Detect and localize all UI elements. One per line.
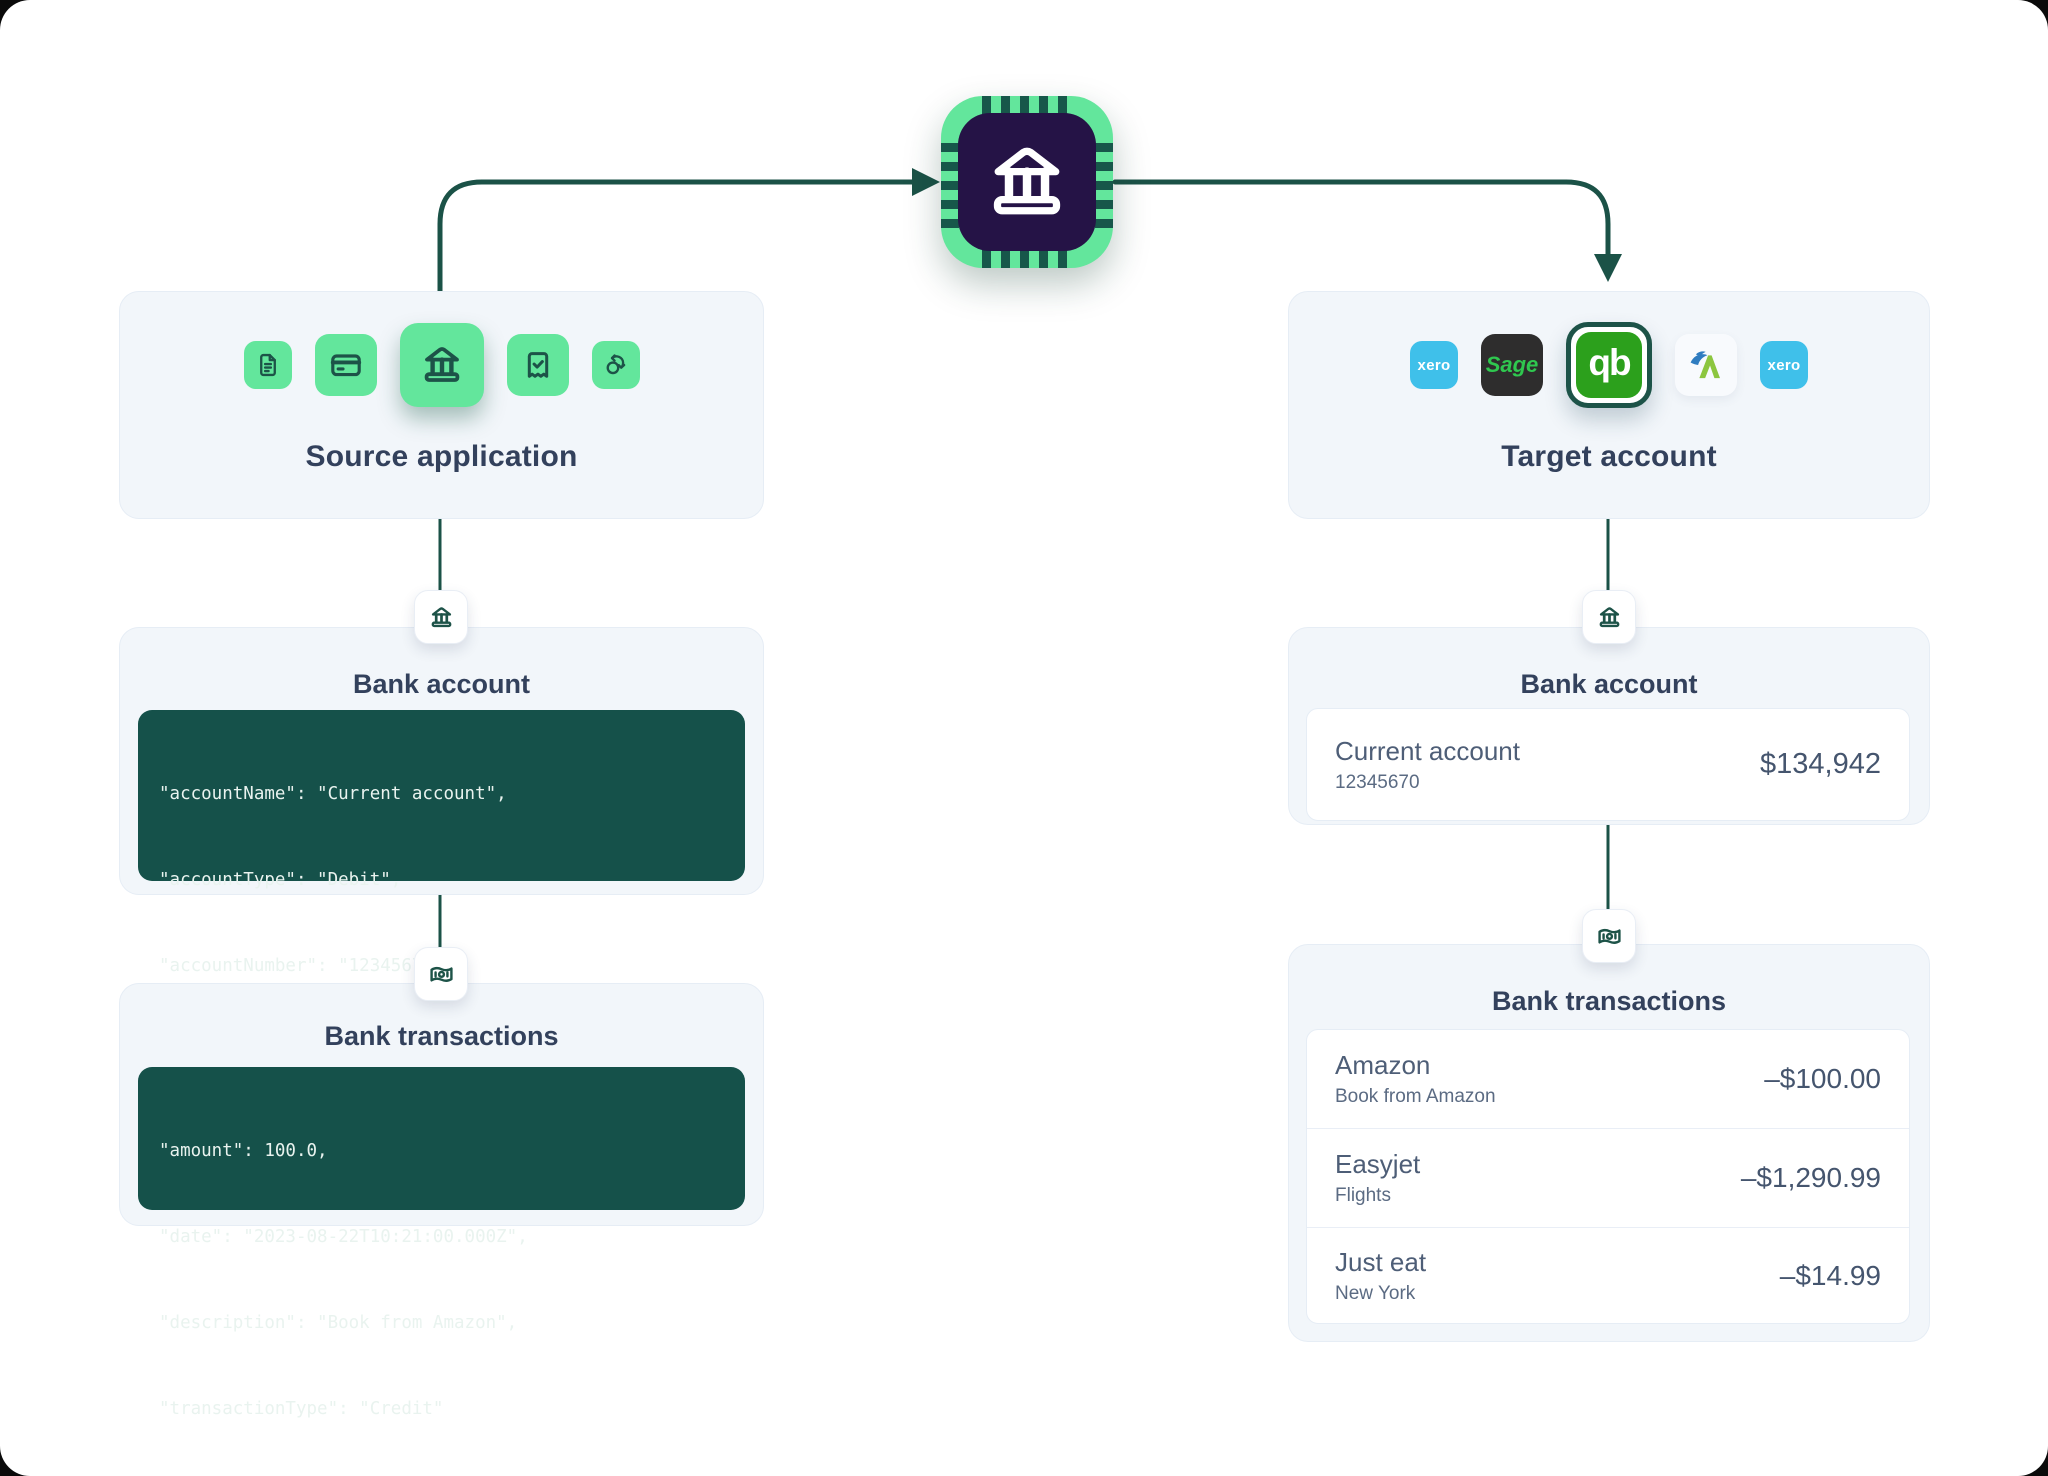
freeagent-logo-icon bbox=[1690, 351, 1720, 379]
left-bank-transactions-title: Bank transactions bbox=[324, 1021, 559, 1051]
transaction-row: Easyjet Flights –$1,290.99 bbox=[1307, 1128, 1909, 1226]
transaction-merchant: Just eat bbox=[1335, 1247, 1427, 1278]
left-bank-account-title: Bank account bbox=[352, 669, 531, 699]
transaction-description: Book from Amazon bbox=[1335, 1086, 1496, 1108]
bank-account-badge-left bbox=[414, 590, 468, 644]
account-number: 12345670 bbox=[1335, 771, 1420, 793]
transaction-description: Flights bbox=[1335, 1184, 1391, 1206]
code-line: "description": "Book from Amazon", bbox=[159, 1312, 518, 1333]
bank-icon bbox=[424, 347, 459, 382]
banknote-icon bbox=[429, 966, 453, 982]
credit-card-icon bbox=[330, 354, 361, 377]
receipt-check-icon bbox=[527, 352, 548, 378]
transaction-amount: –$1,290.99 bbox=[1740, 1161, 1881, 1193]
transaction-amount: –$100.00 bbox=[1764, 1063, 1881, 1095]
account-balance: $134,942 bbox=[1760, 748, 1881, 780]
code-line: "date": "2023-08-22T10:21:00.000Z", bbox=[159, 1226, 528, 1247]
bank-icon bbox=[431, 606, 451, 627]
tile-xero: xero bbox=[1760, 341, 1808, 389]
banknote-icon bbox=[1597, 928, 1621, 944]
tile-credit-card bbox=[314, 334, 377, 396]
tile-freeagent bbox=[1675, 334, 1737, 396]
account-name: Current account bbox=[1335, 735, 1520, 766]
chip-pins-bottom bbox=[982, 250, 1074, 268]
code-line: "accountName": "Current account", bbox=[159, 784, 507, 805]
quickbooks-logo: qb bbox=[1576, 332, 1642, 398]
code-line: "accountType": "Debit", bbox=[159, 869, 402, 890]
right-bank-account-card: Bank account Current account 12345670 $1… bbox=[1288, 627, 1930, 825]
code-line: "transactionType": "Credit" bbox=[159, 1398, 444, 1419]
hub-chip bbox=[941, 96, 1113, 268]
sage-logo: Sage bbox=[1485, 352, 1539, 377]
code-line: "amount": 100.0, bbox=[159, 1141, 328, 1162]
transaction-merchant: Easyjet bbox=[1335, 1148, 1421, 1179]
transaction-description: New York bbox=[1335, 1283, 1416, 1305]
bank-icon bbox=[1599, 606, 1619, 627]
tile-quickbooks-selected: qb bbox=[1566, 322, 1652, 408]
sync-icon bbox=[606, 354, 625, 375]
chip-core bbox=[958, 113, 1096, 251]
transaction-amount: –$14.99 bbox=[1779, 1260, 1881, 1292]
source-card-title: Source application bbox=[305, 440, 578, 473]
arrowhead-down-icon bbox=[1594, 254, 1622, 282]
target-icon-row: xero Sage qb xero bbox=[1289, 322, 1929, 408]
bank-icon bbox=[993, 147, 1061, 215]
target-account-card: xero Sage qb xero Target account bbox=[1288, 291, 1930, 519]
tile-document bbox=[243, 341, 292, 389]
tile-bank-selected bbox=[399, 323, 484, 407]
left-bank-account-card: Bank account "accountName": "Current acc… bbox=[119, 627, 764, 1147]
account-summary-panel: Current account 12345670 $134,942 bbox=[1306, 708, 1910, 821]
right-bank-transactions-title: Bank transactions bbox=[1491, 986, 1727, 1016]
transaction-row: Amazon Book from Amazon –$100.00 bbox=[1307, 1030, 1909, 1128]
tile-sage: Sage bbox=[1481, 334, 1543, 396]
transaction-merchant: Amazon bbox=[1335, 1050, 1431, 1081]
xero-logo: xero bbox=[1417, 356, 1451, 374]
arrowhead-right-icon bbox=[912, 168, 940, 196]
chip-pins-right bbox=[1095, 137, 1113, 229]
document-icon bbox=[259, 353, 276, 377]
transactions-badge-left bbox=[414, 947, 468, 1001]
tile-xero: xero bbox=[1410, 341, 1458, 389]
bank-account-code-block: "accountName": "Current account", "accou… bbox=[138, 710, 745, 1147]
right-bank-transactions-card: Bank transactions Amazon Book from Amazo… bbox=[1288, 944, 1930, 1342]
right-bank-account-title: Bank account bbox=[1520, 669, 1698, 699]
chip-pins-top bbox=[982, 96, 1074, 114]
tile-sync bbox=[591, 341, 640, 389]
transactions-badge-right bbox=[1582, 909, 1636, 963]
source-application-card: Source application bbox=[119, 291, 764, 519]
target-card-title: Target account bbox=[1501, 440, 1717, 473]
transaction-row: Just eat New York –$14.99 bbox=[1307, 1226, 1909, 1325]
chip-pins-left bbox=[941, 137, 959, 229]
bank-account-badge-right bbox=[1582, 590, 1636, 644]
left-bank-transactions-card: Bank transactions "amount": 100.0, "date… bbox=[119, 983, 764, 1419]
xero-logo: xero bbox=[1767, 356, 1801, 374]
source-icon-row bbox=[120, 322, 763, 408]
account-row: Current account 12345670 $134,942 bbox=[1307, 709, 1909, 820]
arrow-source-to-hub bbox=[437, 179, 915, 294]
transactions-list-panel: Amazon Book from Amazon –$100.00 Easyjet… bbox=[1306, 1029, 1910, 1324]
bank-transactions-code-block: "amount": 100.0, "date": "2023-08-22T10:… bbox=[138, 1067, 745, 1419]
tile-receipt bbox=[506, 334, 569, 396]
arrow-hub-to-target bbox=[1112, 179, 1611, 257]
